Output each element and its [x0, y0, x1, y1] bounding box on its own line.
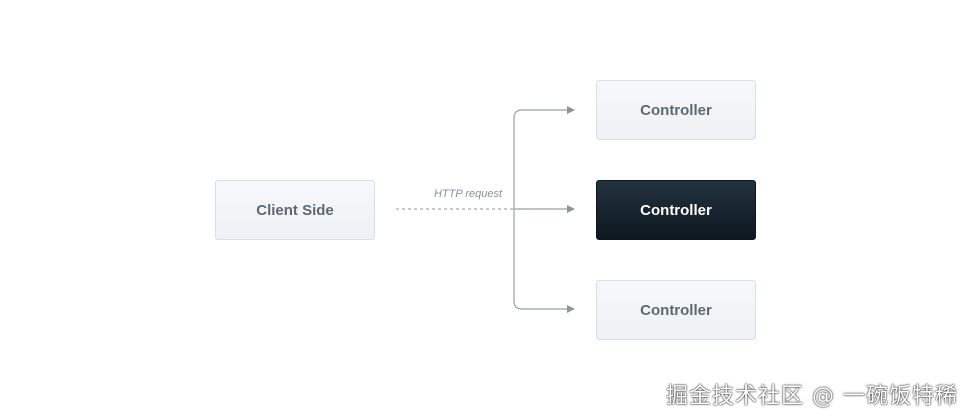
http-request-label: HTTP request [433, 188, 503, 200]
controller-label: Controller [640, 301, 712, 319]
branch-top [513, 106, 575, 209]
controller-node-active: Controller [596, 180, 756, 240]
client-side-label: Client Side [256, 201, 334, 219]
watermark-text: 掘金技术社区 @ 一碗饭特稀 [666, 384, 958, 409]
client-side-node: Client Side [215, 180, 375, 240]
controller-label: Controller [640, 101, 712, 119]
controller-label: Controller [640, 201, 712, 219]
controller-node-bottom: Controller [596, 280, 756, 340]
controller-node-top: Controller [596, 80, 756, 140]
branch-bot [513, 209, 575, 313]
